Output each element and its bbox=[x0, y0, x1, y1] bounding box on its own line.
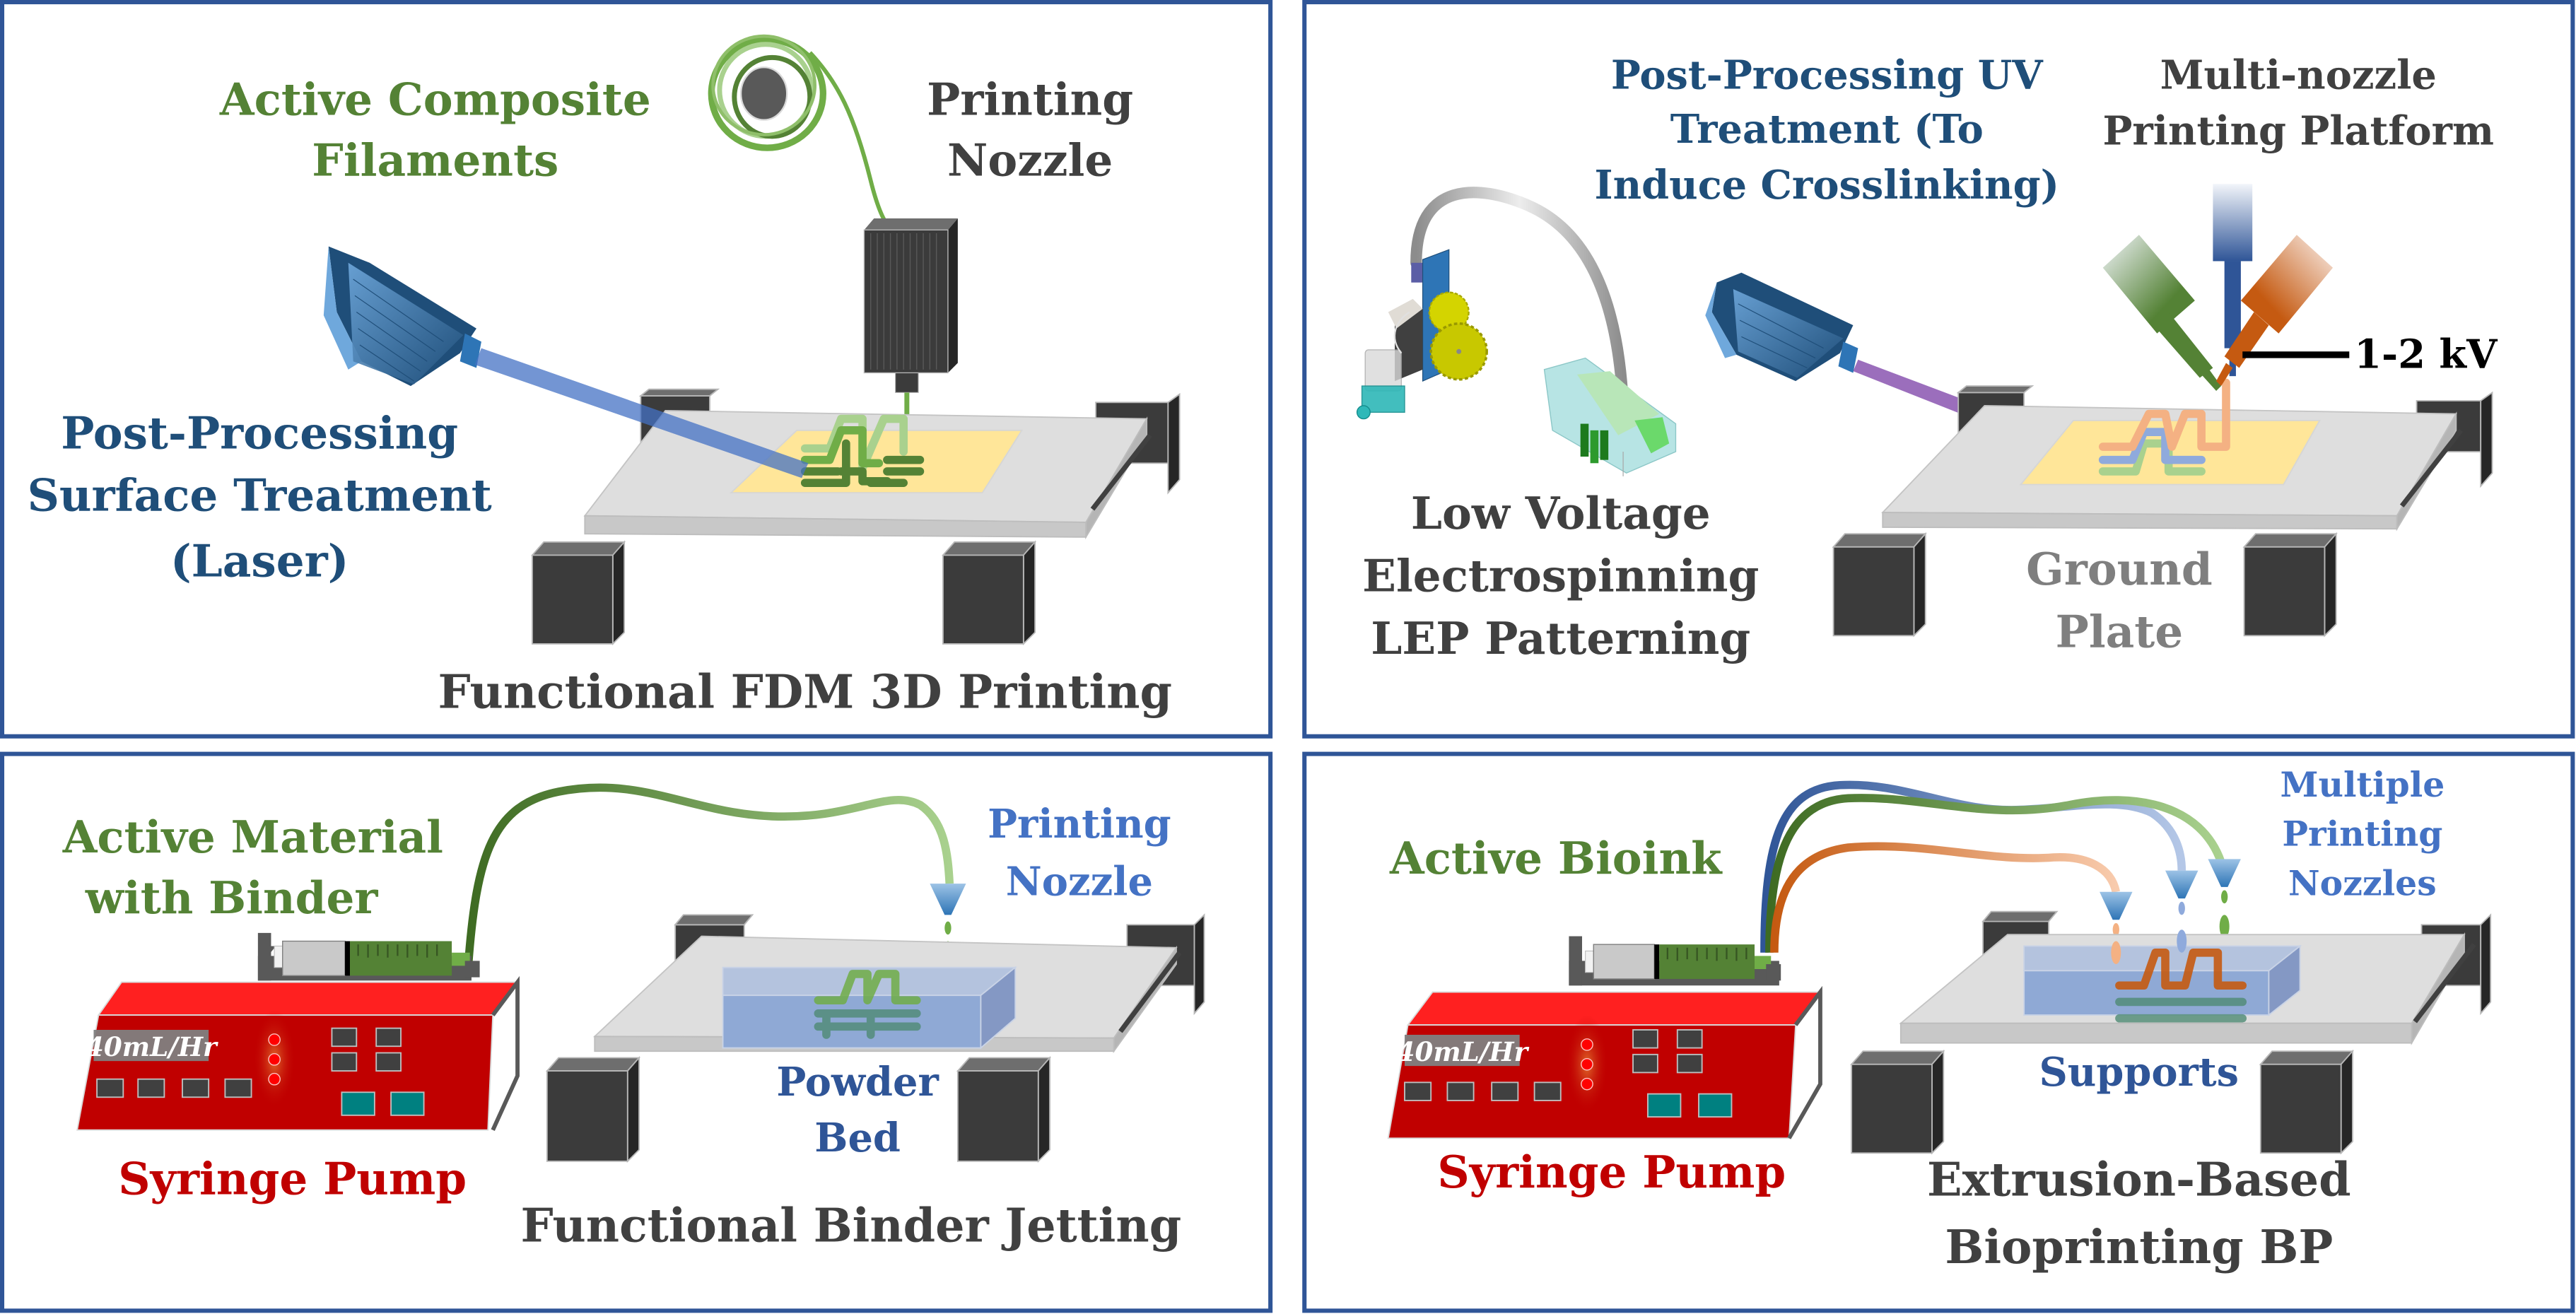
pump-button[interactable] bbox=[96, 1078, 124, 1098]
electrospinning-device-icon bbox=[1356, 187, 1677, 476]
uv-label-line3: Induce Crosslinking) bbox=[1595, 163, 2059, 209]
status-led bbox=[1581, 1057, 1593, 1071]
lep-caption-line3: LEP Patterning bbox=[1371, 612, 1750, 664]
panel-border bbox=[1302, 0, 2575, 739]
nozzles-label-line2: Printing bbox=[2282, 814, 2442, 855]
bed-label-line2: Bed bbox=[814, 1115, 901, 1161]
pump-display bbox=[93, 1029, 209, 1062]
print-head-icon bbox=[863, 218, 958, 454]
nozzle-label-line1: Printing bbox=[988, 802, 1171, 847]
supports-label: Supports bbox=[2039, 1050, 2240, 1096]
pump-button[interactable] bbox=[1491, 1081, 1519, 1101]
platform-label-line1: Multi-nozzle bbox=[2160, 52, 2437, 98]
status-led bbox=[268, 1072, 281, 1086]
pump-button[interactable] bbox=[1632, 1029, 1658, 1049]
uv-label-line1: Post-Processing UV bbox=[1611, 52, 2044, 98]
pump-start-button[interactable] bbox=[341, 1091, 375, 1116]
pump-display bbox=[1405, 1034, 1520, 1067]
panel-caption: Functional FDM 3D Printing bbox=[438, 666, 1172, 720]
syringe-pump-icon: 40mL/Hr bbox=[1387, 936, 1822, 1139]
pump-button[interactable] bbox=[331, 1027, 358, 1048]
nozzles-label-line1: Multiple bbox=[2280, 764, 2445, 805]
pump-start-button[interactable] bbox=[1647, 1093, 1682, 1118]
panel-bioprinting: 40mL/Hr bbox=[1302, 751, 2575, 1313]
pump-button[interactable] bbox=[1404, 1081, 1432, 1101]
ground-label-line1: Ground bbox=[2026, 543, 2213, 595]
status-led bbox=[268, 1033, 281, 1046]
material-label-line1: Active Material bbox=[62, 811, 443, 863]
multi-nozzle-head bbox=[2102, 184, 2350, 392]
filament-label-line2: Filaments bbox=[312, 134, 558, 187]
lep-caption-line2: Electrospinning bbox=[1362, 550, 1759, 602]
laser-label-line1: Post-Processing bbox=[61, 406, 458, 459]
pump-display-value: 40mL/Hr bbox=[1397, 1036, 1530, 1067]
filament-label-line1: Active Composite bbox=[219, 74, 651, 126]
status-led bbox=[1581, 1077, 1593, 1091]
pump-button[interactable] bbox=[1676, 1053, 1703, 1074]
pump-display-value: 40mL/Hr bbox=[86, 1031, 218, 1062]
feed-tube-green bbox=[1765, 794, 2225, 953]
printed-structure bbox=[800, 414, 925, 487]
pump-button[interactable] bbox=[1446, 1081, 1475, 1101]
printer-platform bbox=[545, 913, 1205, 1163]
nozzle-label-line2: Nozzle bbox=[1006, 859, 1153, 905]
pump-button[interactable] bbox=[375, 1027, 402, 1048]
pump-button[interactable] bbox=[1676, 1029, 1703, 1049]
pump-label: Syringe Pump bbox=[118, 1152, 467, 1204]
printed-structure bbox=[2098, 378, 2230, 476]
printer-platform bbox=[1850, 910, 2492, 1155]
pump-button[interactable] bbox=[224, 1078, 252, 1098]
panel-border bbox=[0, 0, 1273, 739]
bed-label-line1: Powder bbox=[776, 1060, 939, 1105]
dispensing-nozzle-icon bbox=[2100, 859, 2241, 938]
nozzle-label-line2: Nozzle bbox=[947, 134, 1113, 187]
panel-caption: Functional Binder Jetting bbox=[520, 1199, 1181, 1253]
platform-label-line2: Printing Platform bbox=[2102, 108, 2494, 154]
pump-button[interactable] bbox=[331, 1052, 358, 1072]
status-led bbox=[268, 1052, 281, 1066]
syringe-pump-icon: 40mL/Hr bbox=[76, 932, 520, 1131]
uv-label-line2: Treatment (To bbox=[1670, 107, 1984, 153]
feed-tube-orange bbox=[1770, 842, 2120, 953]
panel-fdm: Active Composite Filaments Printing Nozz… bbox=[0, 0, 1273, 739]
laser-beam bbox=[474, 348, 809, 479]
pump-button[interactable] bbox=[375, 1052, 402, 1072]
status-led bbox=[1581, 1038, 1593, 1051]
nozzle-label-line1: Printing bbox=[927, 74, 1133, 126]
collector-platform bbox=[1832, 385, 2493, 638]
material-label-line2: with Binder bbox=[85, 872, 379, 924]
pump-button[interactable] bbox=[137, 1078, 165, 1098]
bioink-label: Active Bioink bbox=[1389, 832, 1723, 884]
lep-caption-line1: Low Voltage bbox=[1411, 487, 1711, 539]
pump-button[interactable] bbox=[1632, 1053, 1658, 1074]
laser-label-line3: (Laser) bbox=[170, 535, 349, 587]
panel-lep: Post-Processing UV Treatment (To Induce … bbox=[1302, 0, 2575, 739]
laser-icon bbox=[323, 246, 809, 479]
pump-stop-button[interactable] bbox=[1698, 1093, 1733, 1118]
pump-button[interactable] bbox=[1533, 1081, 1562, 1101]
bioprint-caption-line2: Bioprinting BP bbox=[1945, 1221, 2333, 1274]
bioprint-caption-line1: Extrusion-Based bbox=[1927, 1154, 2351, 1207]
nozzles-label-line3: Nozzles bbox=[2288, 862, 2437, 903]
feed-tube bbox=[464, 783, 954, 966]
pump-label: Syringe Pump bbox=[1437, 1146, 1786, 1198]
voltage-label: 1-2 kV bbox=[2354, 332, 2498, 378]
pump-button[interactable] bbox=[182, 1078, 210, 1098]
ground-label-line2: Plate bbox=[2056, 606, 2184, 658]
pump-stop-button[interactable] bbox=[390, 1091, 425, 1116]
laser-label-line2: Surface Treatment bbox=[28, 469, 492, 522]
panel-binder-jetting: 40mL/Hr bbox=[0, 751, 1273, 1313]
